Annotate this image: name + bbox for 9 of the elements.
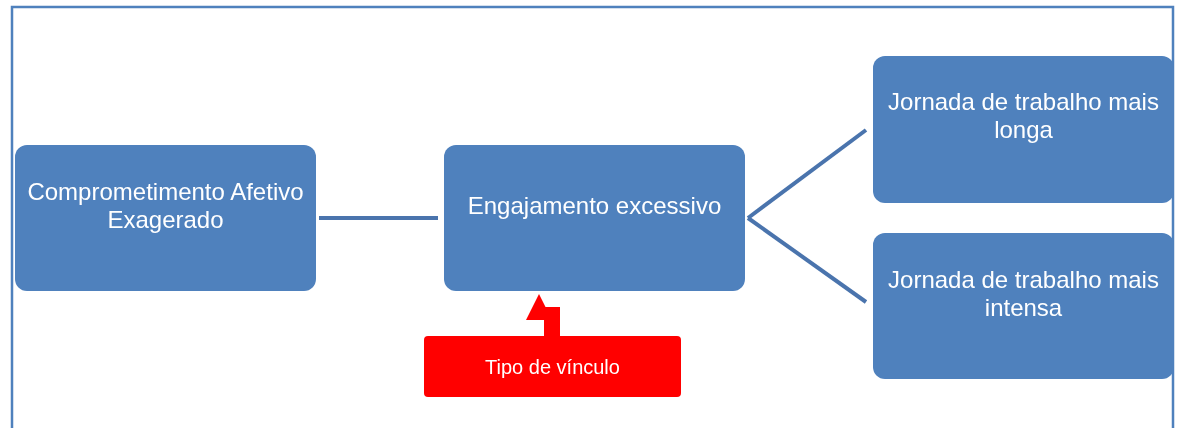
arrow (526, 294, 560, 336)
process-box: Comprometimento Afetivo Exagerado (15, 145, 316, 291)
connector-line (319, 216, 438, 220)
process-box: Engajamento excessivo (444, 145, 745, 291)
callout-box: Tipo de vínculo (424, 336, 681, 397)
connector-line (746, 216, 868, 304)
connector-line (746, 128, 868, 220)
process-box: Jornada de trabalho mais longa (873, 56, 1174, 203)
process-box: Jornada de trabalho mais intensa (873, 233, 1174, 379)
